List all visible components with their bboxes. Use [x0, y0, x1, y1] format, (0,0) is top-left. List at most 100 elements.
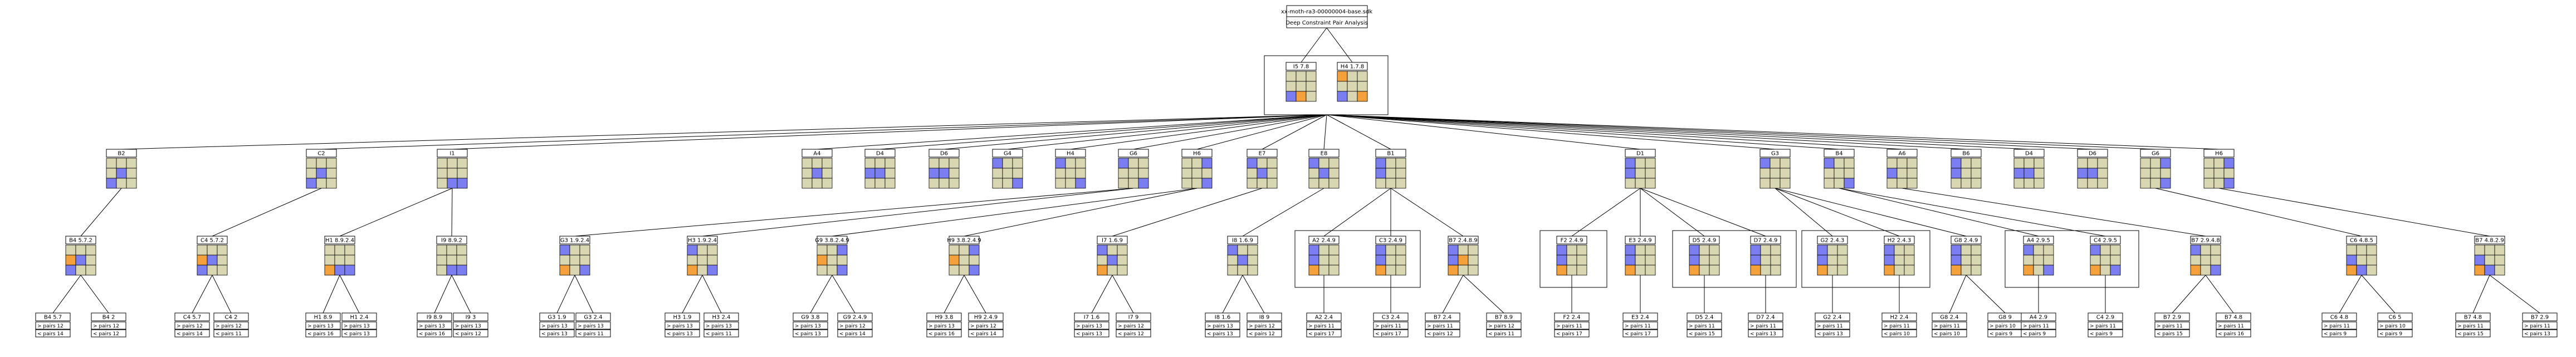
tree-node[interactable]: D7 2.4.9: [1750, 236, 1781, 276]
leaf-node[interactable]: D7 2.4> pairs 11< pairs 13: [1748, 312, 1783, 338]
tree-node[interactable]: A6: [1886, 149, 1918, 189]
leaf-node[interactable]: H1 8.9> pairs 13< pairs 16: [305, 312, 341, 338]
leaf-node[interactable]: B7 2.9> pairs 11< pairs 13: [2522, 312, 2558, 338]
leaf-node[interactable]: C4 2> pairs 12< pairs 11: [213, 312, 249, 338]
leaf-node[interactable]: F2 2.4> pairs 11< pairs 17: [1554, 312, 1590, 338]
leaf-node[interactable]: G3 2.4> pairs 13< pairs 11: [575, 312, 611, 338]
leaf-node[interactable]: I9 8.9> pairs 13< pairs 16: [417, 312, 452, 338]
grid-cell: [1625, 168, 1636, 179]
leaf-node[interactable]: I8 1.6> pairs 13< pairs 13: [1205, 312, 1240, 338]
leaf-node[interactable]: I7 1.6> pairs 13< pairs 13: [1074, 312, 1109, 338]
leaf-node[interactable]: C4 2.9> pairs 11< pairs 9: [2088, 312, 2123, 338]
leaf-node[interactable]: H9 3.8> pairs 13< pairs 16: [926, 312, 962, 338]
tree-node[interactable]: G2 2.4.3: [1817, 236, 1848, 276]
leaf-node[interactable]: G9 2.4.9> pairs 12< pairs 14: [837, 312, 873, 338]
tree-node[interactable]: B1: [1375, 149, 1406, 189]
tree-node[interactable]: B7 4.8.2.9: [2474, 236, 2505, 276]
leaf-node[interactable]: C4 5.7> pairs 12< pairs 14: [174, 312, 210, 338]
tree-node[interactable]: H4: [1055, 149, 1086, 189]
tree-node[interactable]: I9 8.9.2: [436, 236, 467, 276]
tree-node[interactable]: H6: [2203, 149, 2235, 189]
tree-node[interactable]: D4: [864, 149, 896, 189]
leaf-node[interactable]: G3 1.9> pairs 13< pairs 13: [539, 312, 575, 338]
leaf-node[interactable]: B7 4.8> pairs 11< pairs 15: [2455, 312, 2491, 338]
tree-node[interactable]: I8 1.6.9: [1227, 236, 1258, 276]
tree-node[interactable]: D6: [928, 149, 960, 189]
tree-node[interactable]: B4: [1824, 149, 1855, 189]
tree-node[interactable]: D5 2.4.9: [1689, 236, 1720, 276]
tree-node[interactable]: I7 1.6.9: [1097, 236, 1128, 276]
tree-node[interactable]: E7: [1247, 149, 1278, 189]
leaf-node[interactable]: I9 3> pairs 13< pairs 12: [453, 312, 488, 338]
tree-node[interactable]: B7 2.4.8.9: [1448, 236, 1479, 276]
leaf-node[interactable]: B7 2.4> pairs 11< pairs 12: [1425, 312, 1460, 338]
leaf-node[interactable]: H1 2.4> pairs 13< pairs 13: [341, 312, 377, 338]
tree-node[interactable]: G6: [1118, 149, 1149, 189]
leaf-node[interactable]: H9 2.4.9> pairs 12< pairs 14: [968, 312, 1004, 338]
leaf-node[interactable]: G2 2.4> pairs 11< pairs 13: [1815, 312, 1850, 338]
tree-node[interactable]: C4 2.9.5: [2090, 236, 2121, 276]
leaf-node[interactable]: D5 2.4> pairs 11< pairs 15: [1687, 312, 1722, 338]
tree-node[interactable]: H3 1.9.2.4: [687, 236, 718, 276]
tree-node[interactable]: E3 2.4.9: [1625, 236, 1656, 276]
tree-node[interactable]: C2: [306, 149, 337, 189]
grid-cell: [1318, 178, 1329, 189]
tree-node[interactable]: C6 4.8.5: [2346, 236, 2377, 276]
tree-node[interactable]: G6: [2140, 149, 2171, 189]
tree-node[interactable]: G8 2.4.9: [1951, 236, 1982, 276]
leaf-node[interactable]: H3 1.9> pairs 13< pairs 13: [664, 312, 700, 338]
tree-edge: [2339, 275, 2362, 314]
tree-node[interactable]: H2 2.4.3: [1884, 236, 1915, 276]
tree-node[interactable]: H6: [1181, 149, 1213, 189]
tree-edge: [2472, 275, 2490, 314]
leaf-node[interactable]: I8 9> pairs 12< pairs 12: [1247, 312, 1282, 338]
leaf-node[interactable]: C3 2.4> pairs 11< pairs 17: [1373, 312, 1409, 338]
tree-node[interactable]: B7 2.9.4.8: [2190, 236, 2221, 276]
tree-node[interactable]: G3: [1759, 149, 1791, 189]
tree-node[interactable]: D4: [2013, 149, 2045, 189]
leaf-node[interactable]: B7 8.9> pairs 12< pairs 11: [1486, 312, 1522, 338]
leaf-node[interactable]: B4 5.7> pairs 12< pairs 14: [35, 312, 71, 338]
leaf-node[interactable]: B4 2> pairs 12< pairs 12: [91, 312, 126, 338]
tree-node[interactable]: H9 3.8.2.4.9: [947, 236, 981, 276]
leaf-node[interactable]: I7 9> pairs 12< pairs 12: [1116, 312, 1151, 338]
leaf-node[interactable]: G9 3.8> pairs 13< pairs 13: [793, 312, 828, 338]
leaf-row-box: [341, 329, 377, 338]
grid-cell: [1625, 158, 1636, 169]
tree-node[interactable]: B6: [1951, 149, 1982, 189]
leaf-node[interactable]: G8 2.4> pairs 11< pairs 10: [1932, 312, 1967, 338]
leaf-node[interactable]: A4 2.9> pairs 11< pairs 9: [2021, 312, 2056, 338]
tree-node[interactable]: I1: [437, 149, 468, 189]
tree-node[interactable]: C4 5.7.2: [197, 236, 228, 276]
leaf-node[interactable]: H3 2.4> pairs 13< pairs 11: [703, 312, 739, 338]
node-label-box: [1181, 149, 1213, 158]
leaf-node[interactable]: A2 2.4> pairs 11< pairs 17: [1306, 312, 1342, 338]
tree-node[interactable]: I5 7.8: [1285, 62, 1317, 102]
tree-node[interactable]: H1 8.9.2.4: [324, 236, 355, 276]
leaf-node[interactable]: B7 2.9> pairs 11< pairs 15: [2154, 312, 2190, 338]
tree-node[interactable]: D6: [2077, 149, 2108, 189]
leaf-node[interactable]: C6 4.8> pairs 11< pairs 9: [2321, 312, 2357, 338]
tree-node[interactable]: A2 2.4.9: [1308, 236, 1340, 276]
tree-node[interactable]: E8: [1308, 149, 1340, 189]
tree-node[interactable]: F2 2.4.9: [1556, 236, 1587, 276]
leaf-node[interactable]: C6 5> pairs 10< pairs 9: [2377, 312, 2413, 338]
leaf-node[interactable]: G8 9> pairs 10< pairs 9: [1987, 312, 2023, 338]
tree-node[interactable]: G9 3.8.2.4.9: [815, 236, 849, 276]
grid-cell: [1824, 168, 1835, 179]
tree-node[interactable]: G4: [992, 149, 1023, 189]
tree-node[interactable]: D1: [1625, 149, 1656, 189]
tree-node[interactable]: B2: [106, 149, 137, 189]
tree-node[interactable]: G3 1.9.2.4: [559, 236, 590, 276]
leaf-node[interactable]: H2 2.4> pairs 11< pairs 10: [1881, 312, 1917, 338]
tree-node[interactable]: A4: [801, 149, 833, 189]
tree-node[interactable]: H4 1.7.8: [1337, 62, 1368, 102]
tree-node[interactable]: B4 5.7.2: [65, 236, 96, 276]
leaf-node[interactable]: E3 2.4> pairs 11< pairs 17: [1622, 312, 1658, 338]
tree-edge: [1112, 275, 1134, 314]
tree-node[interactable]: C3 2.4.9: [1375, 236, 1406, 276]
leaf-node[interactable]: B7 4.8> pairs 11< pairs 16: [2216, 312, 2251, 338]
grid-cell: [2200, 255, 2211, 266]
tree-node[interactable]: A4 2.9.5: [2023, 236, 2054, 276]
